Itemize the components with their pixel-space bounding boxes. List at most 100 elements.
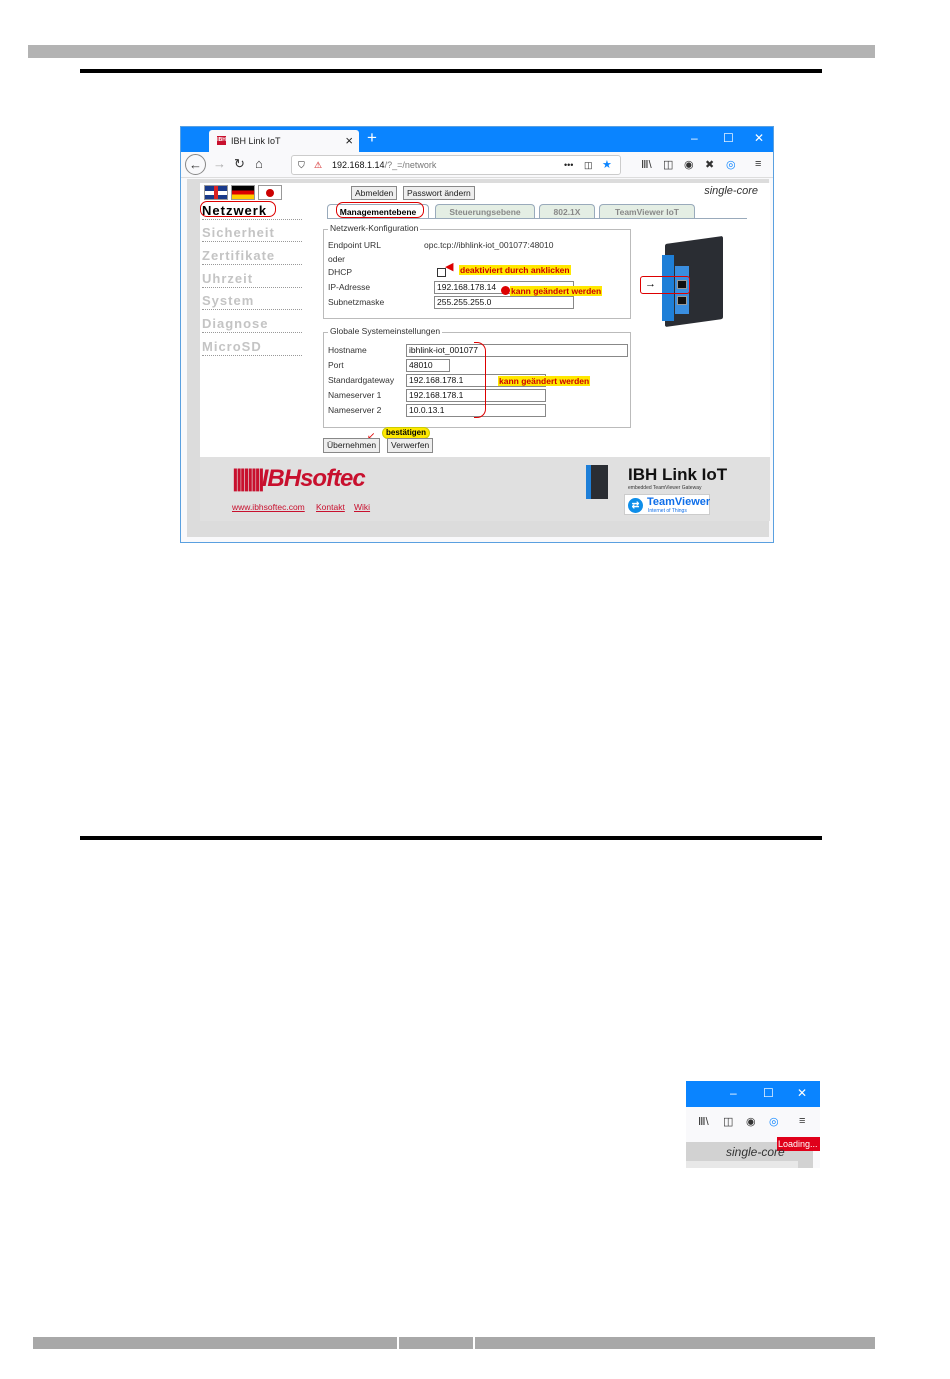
close-window-button[interactable]: ✕ (797, 1086, 808, 1100)
port-input[interactable]: 48010 (406, 359, 450, 372)
new-tab-button[interactable]: + (367, 128, 377, 147)
edition-label: single-core (726, 1145, 785, 1159)
endpoint-value: opc.tcp://ibhlink-iot_001077:48010 (424, 240, 554, 250)
highlight-oval (336, 202, 424, 218)
subnet-label: Subnetzmaske (328, 297, 385, 307)
sidebar-item-sicherheit[interactable]: Sicherheit (202, 225, 302, 242)
dhcp-annotation: deaktiviert durch anklicken (459, 265, 571, 275)
product-title: IBH Link IoT (628, 465, 728, 484)
ibhsoftec-logo: ||||||||IBHsoftec (232, 465, 366, 492)
subnet-mask-input[interactable]: 255.255.255.0 (434, 296, 574, 309)
shield-icon: ⛉ (298, 160, 305, 170)
teamviewer-icon: ⇄ (628, 498, 643, 513)
bookmark-star-icon[interactable]: ★ (602, 159, 612, 171)
dhcp-checkbox[interactable] (437, 268, 446, 277)
page-viewport: Abmelden Passwort ändern single-core Net… (187, 179, 770, 537)
dhcp-label: DHCP (328, 267, 353, 277)
top-rule (80, 69, 822, 73)
apply-button[interactable]: Übernehmen (323, 438, 381, 453)
japanese-flag-icon[interactable] (258, 185, 282, 200)
hostname-label: Hostname (328, 345, 367, 355)
hostname-input[interactable]: ibhlink-iot_001077 (406, 344, 628, 357)
browser-corner-screenshot: – ☐ ✕ Ⅲ\ ◫ ◉ ◎ ≡ Loading... single-core (686, 1081, 820, 1168)
back-arrow-icon[interactable]: ← (185, 154, 206, 175)
arrow-icon: ↙ (367, 431, 376, 442)
gateway-label: Standardgateway (328, 375, 395, 385)
titlebar: – ☐ ✕ (686, 1081, 820, 1107)
sidebar-item-microsd[interactable]: MicroSD (202, 339, 302, 356)
tab-underline (327, 218, 747, 219)
sync-icon[interactable]: ◎ (726, 159, 736, 171)
wiki-link[interactable]: Wiki (354, 502, 371, 512)
page-header-bar (28, 45, 875, 58)
nameserver1-input[interactable]: 192.168.178.1 (406, 389, 546, 402)
browser-tab[interactable]: IBH IBH Link IoT × (209, 130, 359, 152)
nameserver2-label: Nameserver 2 (328, 405, 382, 415)
loading-indicator: Loading... (777, 1137, 820, 1151)
discard-button[interactable]: Verwerfen (387, 438, 434, 453)
endpoint-label: Endpoint URL (328, 240, 381, 250)
url-text: 192.168.1.14/?_=/network (332, 160, 437, 170)
sidebar-item-netzwerk[interactable]: Netzwerk (202, 203, 302, 220)
maximize-button[interactable]: ☐ (723, 131, 734, 145)
or-label: oder (328, 254, 346, 264)
sidebar-item-uhrzeit[interactable]: Uhrzeit (202, 271, 302, 288)
tab-steuerungsebene[interactable]: Steuerungsebene (435, 204, 535, 219)
insecure-lock-icon: ⚠ (314, 160, 323, 170)
url-bar[interactable]: ⛉ ⚠ 192.168.1.14/?_=/network ••• ◫ ★ (291, 155, 621, 175)
sidebar-icon[interactable]: ◫ (723, 1116, 734, 1128)
arrow-icon: → (645, 278, 656, 290)
close-window-button[interactable]: ✕ (754, 131, 765, 145)
sidebar-item-system[interactable]: System (202, 293, 302, 310)
library-icon[interactable]: Ⅲ\ (698, 1116, 709, 1128)
sidebar-item-diagnose[interactable]: Diagnose (202, 316, 302, 333)
network-config-fieldset: Netzwerk-Konfiguration Endpoint URL opc.… (323, 223, 631, 319)
middle-rule (80, 836, 822, 840)
logout-button[interactable]: Abmelden (351, 186, 398, 200)
english-flag-icon[interactable] (204, 185, 228, 200)
global-settings-fieldset: Globale Systemeinstellungen Hostname ibh… (323, 326, 631, 428)
page-footer-bar (33, 1337, 875, 1349)
navigation-toolbar: ← → ↻ ⌂ ⛉ ⚠ 192.168.1.14/?_=/network •••… (181, 152, 773, 178)
tab-802-1x[interactable]: 802.1X (539, 204, 595, 219)
favicon-icon: IBH (217, 136, 226, 145)
extension-icon[interactable]: ✖ (705, 159, 715, 171)
minimize-button[interactable]: – (691, 131, 698, 145)
contact-link[interactable]: Kontakt (316, 502, 345, 512)
browser-screenshot: IBH IBH Link IoT × + – ☐ ✕ ← → ↻ ⌂ ⛉ ⚠ 1… (180, 126, 774, 543)
fieldset-legend: Globale Systemeinstellungen (328, 326, 443, 336)
reload-icon[interactable]: ↻ (234, 156, 245, 171)
highlight-oval (200, 201, 276, 217)
web-page: Abmelden Passwort ändern single-core Net… (200, 183, 770, 521)
device-thumbnail (586, 465, 608, 499)
tab-title: IBH Link IoT (231, 136, 281, 146)
library-icon[interactable]: Ⅲ\ (641, 159, 652, 171)
page-actions-icon[interactable]: ••• (564, 160, 574, 170)
tab-teamviewer-iot[interactable]: TeamViewer IoT (599, 204, 695, 219)
sidebar-item-zertifikate[interactable]: Zertifikate (202, 248, 302, 265)
nameserver1-label: Nameserver 1 (328, 390, 382, 400)
close-tab-icon[interactable]: × (345, 133, 353, 148)
minimize-button[interactable]: – (730, 1086, 737, 1100)
german-flag-icon[interactable] (231, 185, 255, 200)
forward-arrow-icon[interactable]: → (213, 156, 226, 171)
menu-icon[interactable]: ≡ (799, 1115, 806, 1127)
change-password-button[interactable]: Passwort ändern (403, 186, 475, 200)
page-body-strip (686, 1161, 798, 1168)
website-link[interactable]: www.ibhsoftec.com (232, 502, 305, 512)
account-icon[interactable]: ◉ (746, 1116, 756, 1128)
pocket-icon[interactable]: ◫ (584, 160, 593, 170)
maximize-button[interactable]: ☐ (763, 1086, 774, 1100)
arrow-icon: ◀ (445, 261, 454, 273)
account-icon[interactable]: ◉ (684, 159, 694, 171)
tab-managementebene[interactable]: Managementebene (327, 204, 429, 219)
global-annotation: kann geändert werden (498, 376, 591, 386)
home-icon[interactable]: ⌂ (255, 156, 263, 171)
sync-icon[interactable]: ◎ (769, 1116, 779, 1128)
menu-icon[interactable]: ≡ (755, 158, 762, 170)
browser-titlebar: IBH IBH Link IoT × + – ☐ ✕ (181, 127, 773, 152)
sidebar-icon[interactable]: ◫ (663, 159, 674, 171)
ip-label: IP-Adresse (328, 282, 371, 292)
ip-annotation: kann geändert werden (510, 286, 603, 296)
edition-label: single-core (704, 185, 758, 197)
